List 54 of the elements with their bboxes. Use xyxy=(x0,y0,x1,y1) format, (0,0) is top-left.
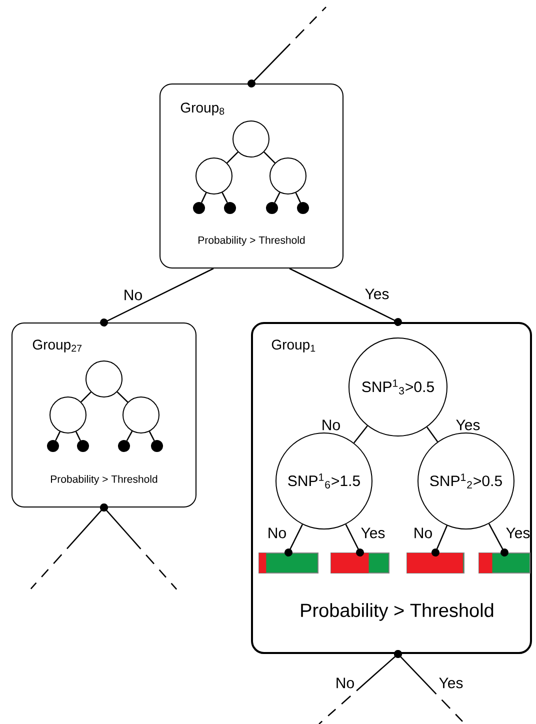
edge-label: No xyxy=(124,290,142,300)
edge-label: Yes xyxy=(456,420,480,430)
connector xyxy=(264,152,276,164)
edge-label: No xyxy=(336,678,354,688)
connector xyxy=(200,192,207,203)
branch-line xyxy=(488,523,508,556)
leaf-dot xyxy=(193,202,205,214)
connector xyxy=(116,391,128,403)
tree-node xyxy=(196,158,232,194)
tree-node xyxy=(270,158,306,194)
tree-node xyxy=(86,360,122,398)
probability-bar xyxy=(478,552,530,574)
leaf-dot xyxy=(47,440,59,452)
leaf-dot xyxy=(118,440,130,452)
leaf-dot xyxy=(151,440,163,452)
tree-node xyxy=(122,396,160,434)
edge-label: Yes xyxy=(361,528,385,538)
edge-label: No xyxy=(322,420,340,430)
branch-line xyxy=(394,650,464,722)
connector xyxy=(55,431,61,441)
connector xyxy=(148,431,155,441)
edge-label: Yes xyxy=(365,288,389,300)
probability-bar xyxy=(258,552,318,574)
group-box: Group$_{27}$ Probability > Threshold xyxy=(12,322,196,508)
group-box: Group$_{8}$ Probability > Threshold xyxy=(160,84,344,268)
connector xyxy=(274,192,280,203)
connector xyxy=(222,192,228,203)
branch-line xyxy=(100,268,214,326)
branch-line xyxy=(284,524,304,556)
connector xyxy=(126,430,133,442)
branch-line xyxy=(289,268,402,326)
edge-label: No xyxy=(268,528,286,538)
probability-bar xyxy=(330,552,390,574)
connector xyxy=(295,192,302,203)
tree-node xyxy=(232,120,270,158)
leaf-dot xyxy=(266,202,278,214)
probability-bar xyxy=(406,552,464,574)
leaf-dot xyxy=(77,440,89,452)
connector xyxy=(75,431,81,441)
edge-label: Yes xyxy=(439,678,463,688)
branch-line xyxy=(100,504,180,592)
connector xyxy=(80,392,92,402)
leaf-dot xyxy=(297,202,309,214)
split-node: SNP$^{1}$$_{3}$>0.5 xyxy=(348,338,448,436)
connector xyxy=(426,426,438,442)
connector xyxy=(353,426,368,444)
branch-line xyxy=(432,525,448,556)
branch-line xyxy=(345,524,364,556)
edge-label: No xyxy=(414,528,432,538)
branch-line xyxy=(248,6,326,88)
edge-label: Yes xyxy=(506,528,530,538)
connector xyxy=(226,152,238,164)
leaf-dot xyxy=(224,202,236,214)
tree-node xyxy=(50,396,86,434)
